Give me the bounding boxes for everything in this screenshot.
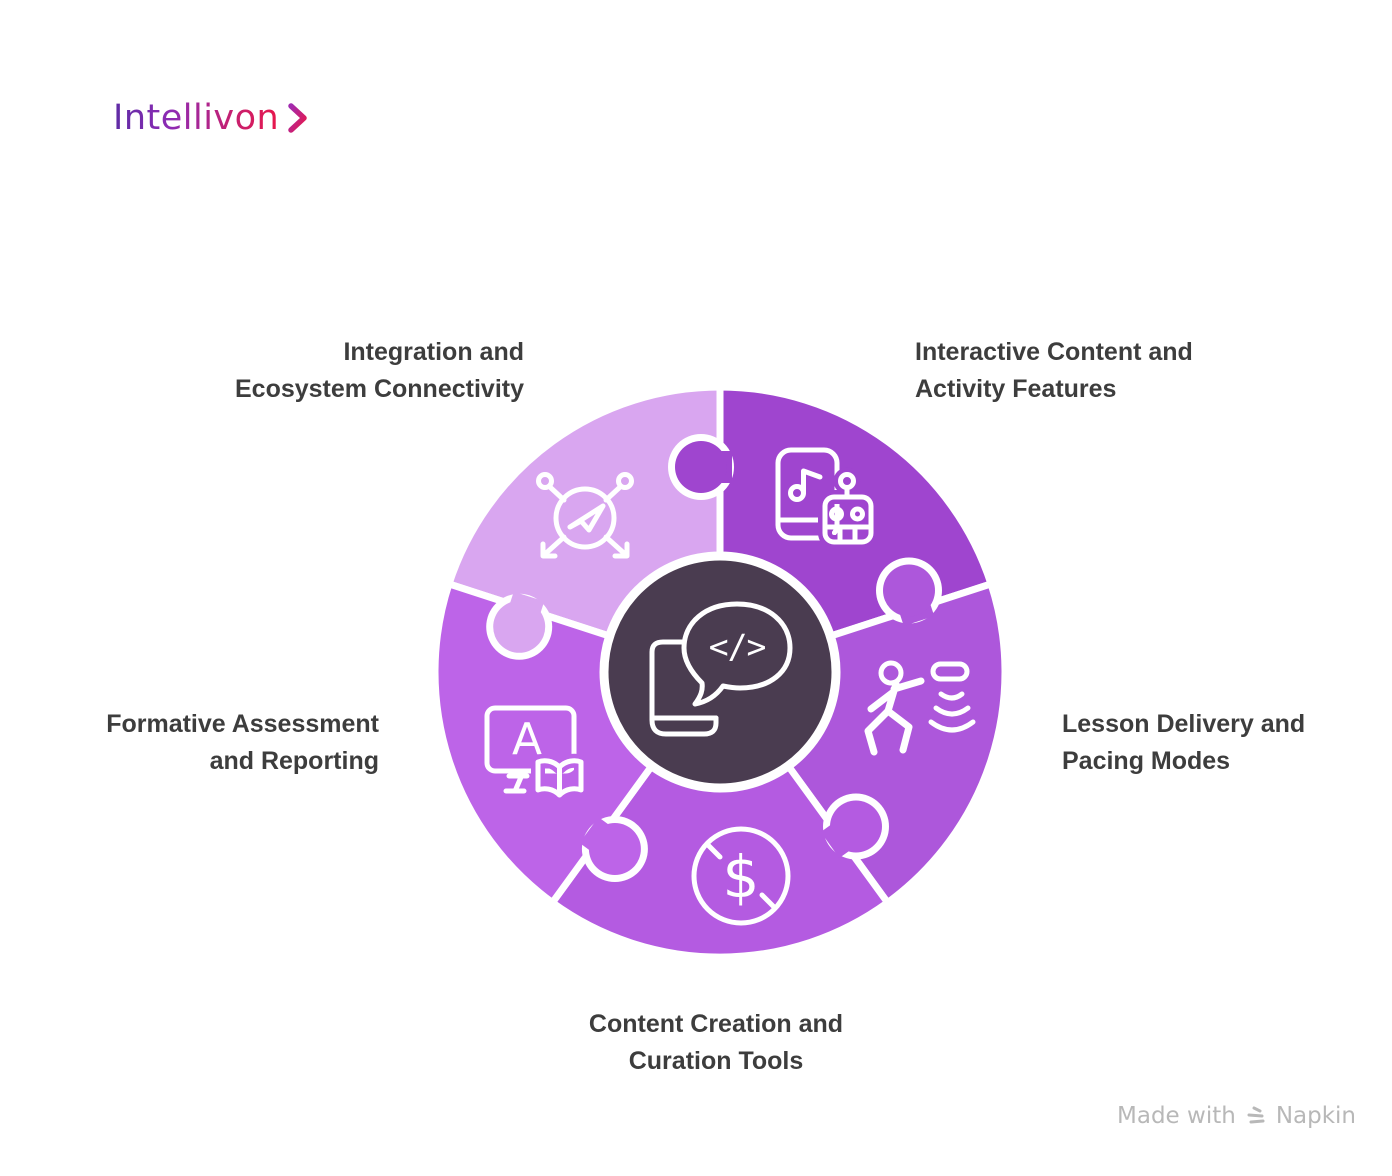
running-person-signal-icon [864, 660, 976, 756]
label-line: Formative Assessment [106, 710, 379, 738]
label-line: Lesson Delivery and [1062, 710, 1306, 738]
robot-icon [822, 472, 874, 545]
label-line: Content Creation and [588, 1010, 844, 1038]
screen-letter-book-icon: A [484, 705, 588, 802]
puzzle-knob-upper-right [876, 557, 942, 626]
dollar-symbol: $ [723, 843, 760, 911]
phone-chat-code-icon: </> [649, 601, 793, 737]
puzzle-knob-lower-left [579, 816, 648, 882]
brand-name: Intellivon [113, 98, 280, 138]
segment-content [548, 668, 892, 961]
label-formative: Formative Assessment and Reporting [106, 706, 379, 780]
share-navigation-icon [536, 472, 634, 559]
label-line: Interactive Content and [915, 338, 1193, 366]
watermark-brand: Napkin [1275, 1103, 1356, 1129]
dollar-circle-icon: $ [691, 826, 791, 926]
code-symbol: </> [709, 627, 766, 666]
made-with-napkin-watermark[interactable]: Made with Napkin [1117, 1103, 1356, 1129]
watermark-prefix: Made with [1117, 1103, 1236, 1129]
puzzle-knob-lower-right [820, 793, 889, 860]
chevron-right-icon [288, 103, 307, 133]
label-line: Ecosystem Connectivity [235, 375, 524, 403]
label-content: Content Creation and Curation Tools [496, 1006, 936, 1080]
label-lesson: Lesson Delivery and Pacing Modes [1062, 706, 1305, 780]
label-line: Pacing Modes [1062, 747, 1231, 775]
label-integration: Integration and Ecosystem Connectivity [235, 334, 524, 408]
center-circle [599, 551, 841, 793]
label-line: Integration and [343, 338, 524, 366]
label-line: Curation Tools [628, 1047, 804, 1075]
open-book-icon [535, 758, 584, 798]
puzzle-knob-top [668, 434, 734, 500]
phone-music-robot-icon [775, 447, 878, 549]
label-line: and Reporting [209, 747, 379, 775]
puzzle-knob-upper-left [486, 591, 553, 660]
label-line: Activity Features [915, 375, 1117, 403]
label-interactive: Interactive Content and Activity Feature… [915, 334, 1193, 408]
brand-logo: Intellivon [113, 98, 310, 138]
napkin-logo-icon [1247, 1106, 1265, 1124]
